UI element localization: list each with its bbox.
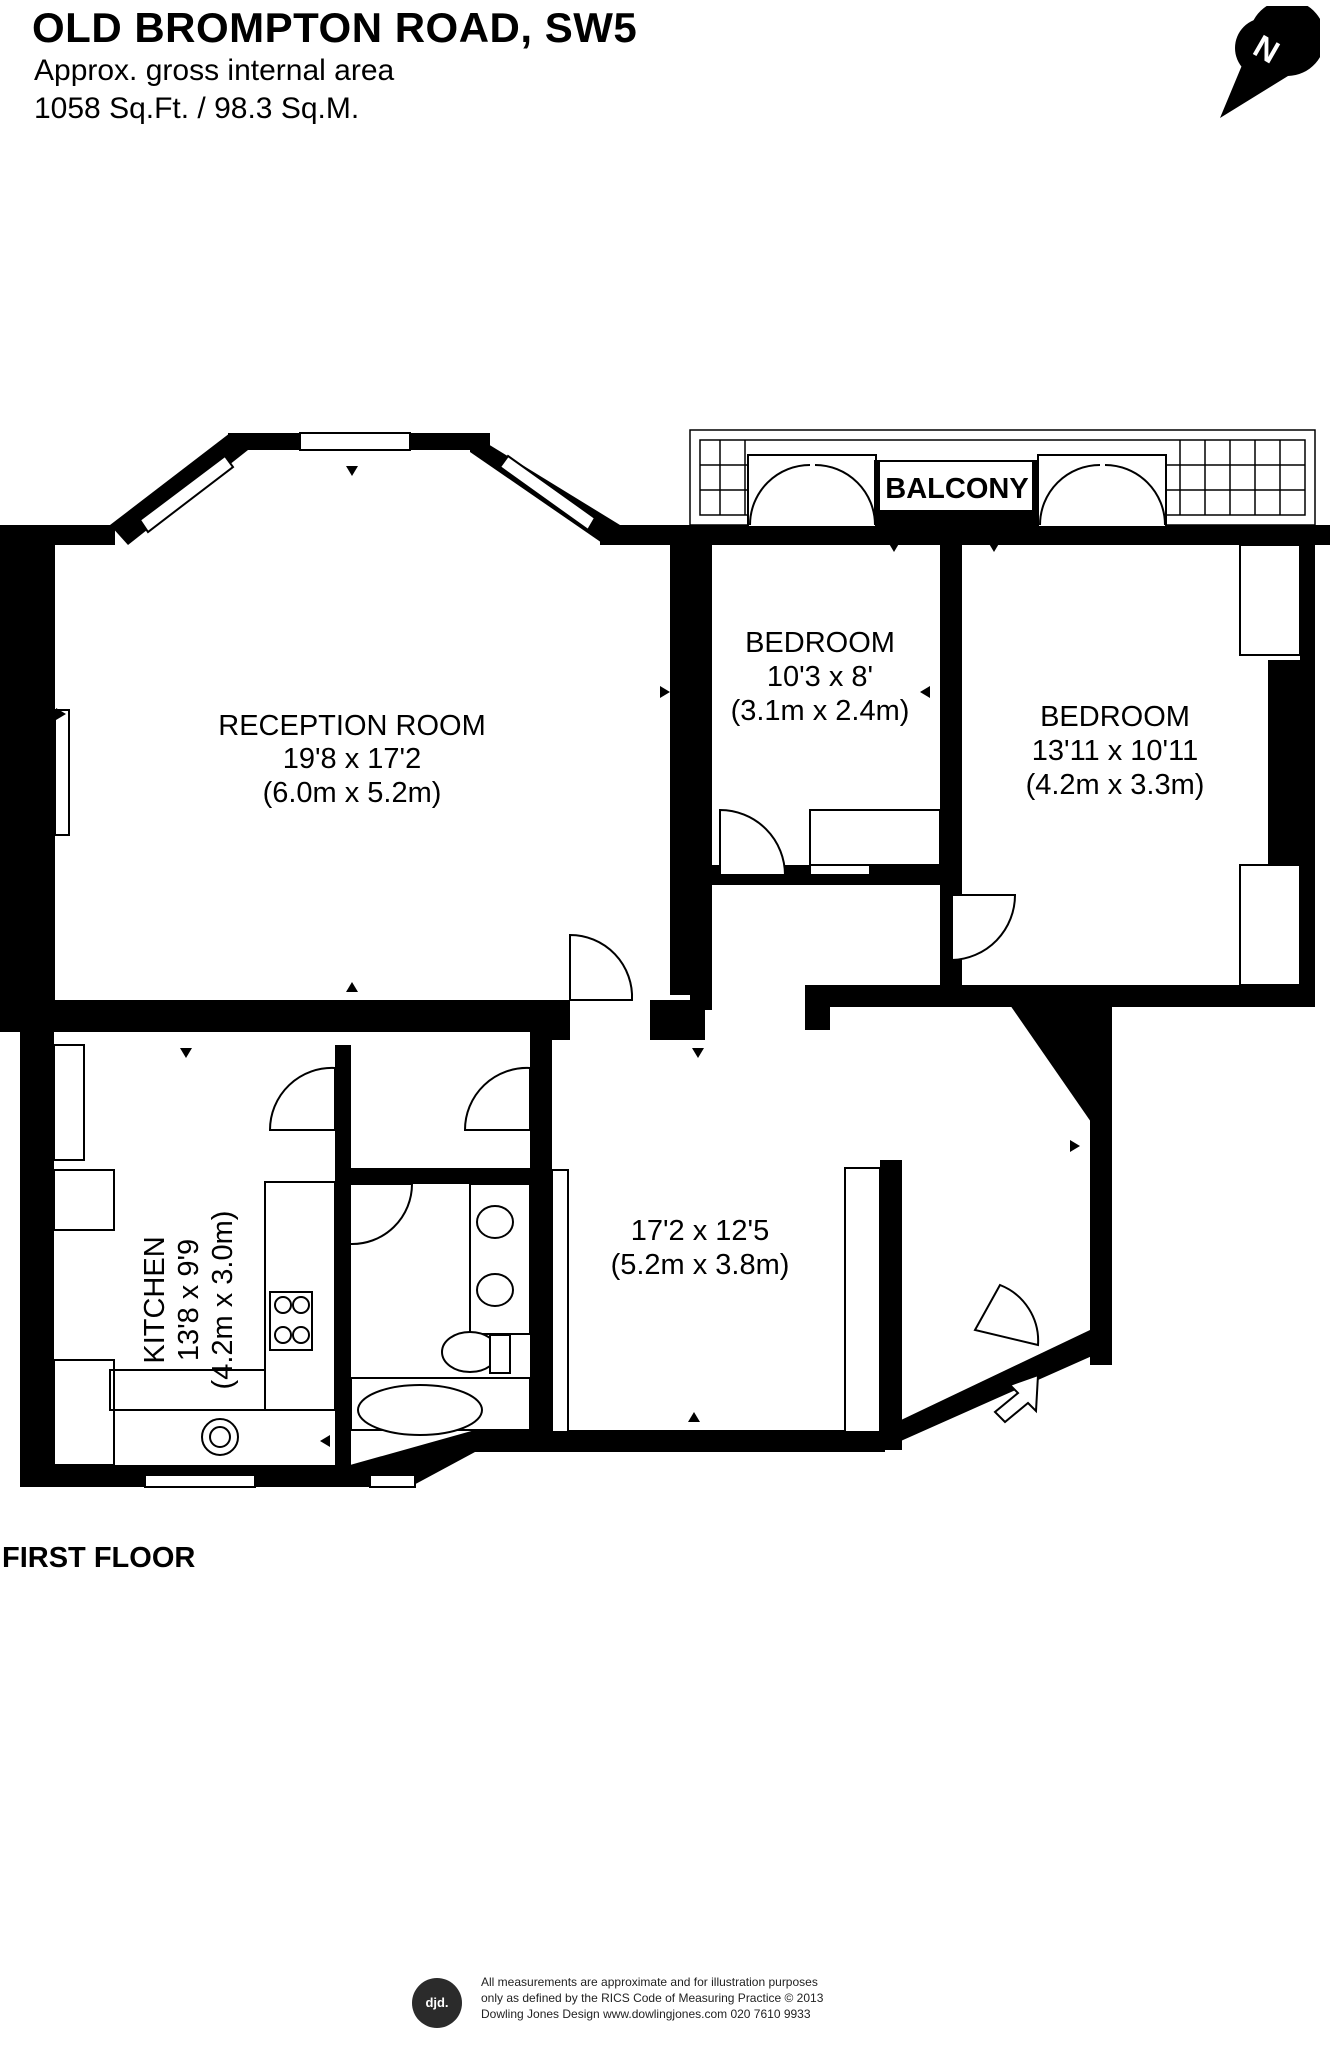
window-markers bbox=[30, 466, 1080, 1447]
disclaimer-line: only as defined by the RICS Code of Meas… bbox=[481, 1991, 824, 2005]
floor-label: FIRST FLOOR bbox=[2, 1542, 196, 1574]
bedroom-2-dim-metric: (4.2m x 3.3m) bbox=[1026, 769, 1205, 801]
label-kitchen: KITCHEN 13'8 x 9'9 (4.2m x 3.0m) bbox=[139, 1211, 239, 1390]
area-value: 1058 Sq.Ft. / 98.3 Sq.M. bbox=[34, 92, 360, 125]
kitchen-name: KITCHEN bbox=[139, 1236, 171, 1363]
hall-dim-metric: (5.2m x 3.8m) bbox=[611, 1249, 790, 1281]
reception-dim-imperial: 19'8 x 17'2 bbox=[283, 743, 421, 775]
area-caption: Approx. gross internal area bbox=[34, 54, 395, 87]
balcony-name: BALCONY bbox=[885, 473, 1028, 505]
reception-name: RECEPTION ROOM bbox=[218, 710, 485, 742]
label-hall: 17'2 x 12'5 (5.2m x 3.8m) bbox=[611, 1215, 790, 1281]
bedroom-2-dim-imperial: 13'11 x 10'11 bbox=[1032, 735, 1198, 767]
page-title: OLD BROMPTON ROAD, SW5 bbox=[32, 4, 638, 51]
disclaimer: All measurements are approximate and for… bbox=[481, 1974, 901, 2022]
label-bedroom-1: BEDROOM 10'3 x 8' (3.1m x 2.4m) bbox=[731, 627, 910, 727]
label-bedroom-2: BEDROOM 13'11 x 10'11 (4.2m x 3.3m) bbox=[1026, 701, 1205, 801]
bedroom-1-name: BEDROOM bbox=[745, 627, 895, 659]
djd-logo: djd. bbox=[412, 1978, 462, 2028]
entrance-arrow-icon bbox=[993, 1373, 1040, 1424]
disclaimer-line: Dowling Jones Design www.dowlingjones.co… bbox=[481, 2007, 811, 2021]
bedroom-2-name: BEDROOM bbox=[1040, 701, 1190, 733]
kitchen-dim-imperial: 13'8 x 9'9 bbox=[173, 1239, 205, 1361]
walls bbox=[0, 432, 1330, 1487]
reception-dim-metric: (6.0m x 5.2m) bbox=[263, 777, 442, 809]
disclaimer-line: All measurements are approximate and for… bbox=[481, 1975, 818, 1989]
balcony-doors bbox=[747, 454, 1167, 528]
hall-dim-imperial: 17'2 x 12'5 bbox=[631, 1215, 769, 1247]
kitchen-dim-metric: (4.2m x 3.0m) bbox=[207, 1211, 239, 1390]
label-reception: RECEPTION ROOM 19'8 x 17'2 (6.0m x 5.2m) bbox=[218, 710, 485, 809]
bedroom-1-dim-imperial: 10'3 x 8' bbox=[767, 661, 873, 693]
north-compass-icon: N bbox=[1220, 6, 1320, 118]
fixtures bbox=[53, 544, 1301, 1488]
bedroom-1-dim-metric: (3.1m x 2.4m) bbox=[731, 695, 910, 727]
